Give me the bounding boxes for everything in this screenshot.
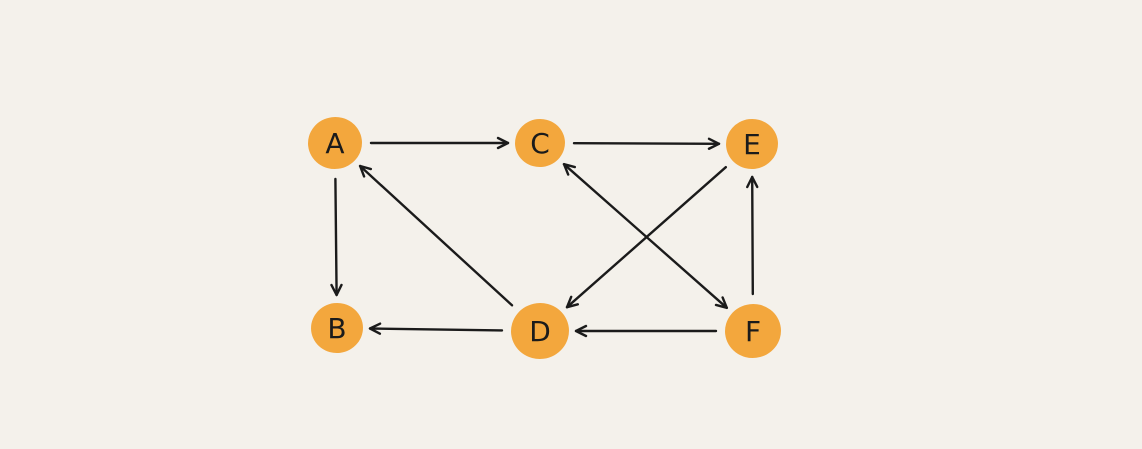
edge-C-E — [572, 137, 721, 150]
node-circle-C — [515, 118, 565, 168]
graph-node-F: F — [725, 303, 781, 359]
graph-node-A: A — [308, 116, 362, 170]
node-label-A: A — [325, 127, 344, 160]
node-circle-B — [311, 302, 363, 354]
edge-D-A — [358, 164, 514, 307]
nodes-layer: A C E B D F — [308, 116, 781, 360]
edge-A-B — [330, 177, 343, 297]
edge-D-B — [368, 322, 504, 335]
edge-F-E — [746, 175, 759, 296]
graph-node-E: E — [726, 118, 778, 170]
node-circle-D — [511, 302, 569, 360]
graph-node-D: D — [511, 302, 569, 360]
edge-C-F — [562, 162, 728, 309]
node-circle-F — [725, 303, 781, 359]
graph-node-C: C — [515, 118, 565, 168]
node-circle-E — [726, 118, 778, 170]
node-circle-A — [308, 116, 362, 170]
node-label-B: B — [327, 312, 346, 345]
node-label-D: D — [529, 315, 551, 348]
node-label-C: C — [530, 127, 550, 160]
node-label-E: E — [743, 128, 761, 161]
graph-node-B: B — [311, 302, 363, 354]
node-label-F: F — [745, 315, 761, 348]
edges-layer — [330, 136, 759, 338]
